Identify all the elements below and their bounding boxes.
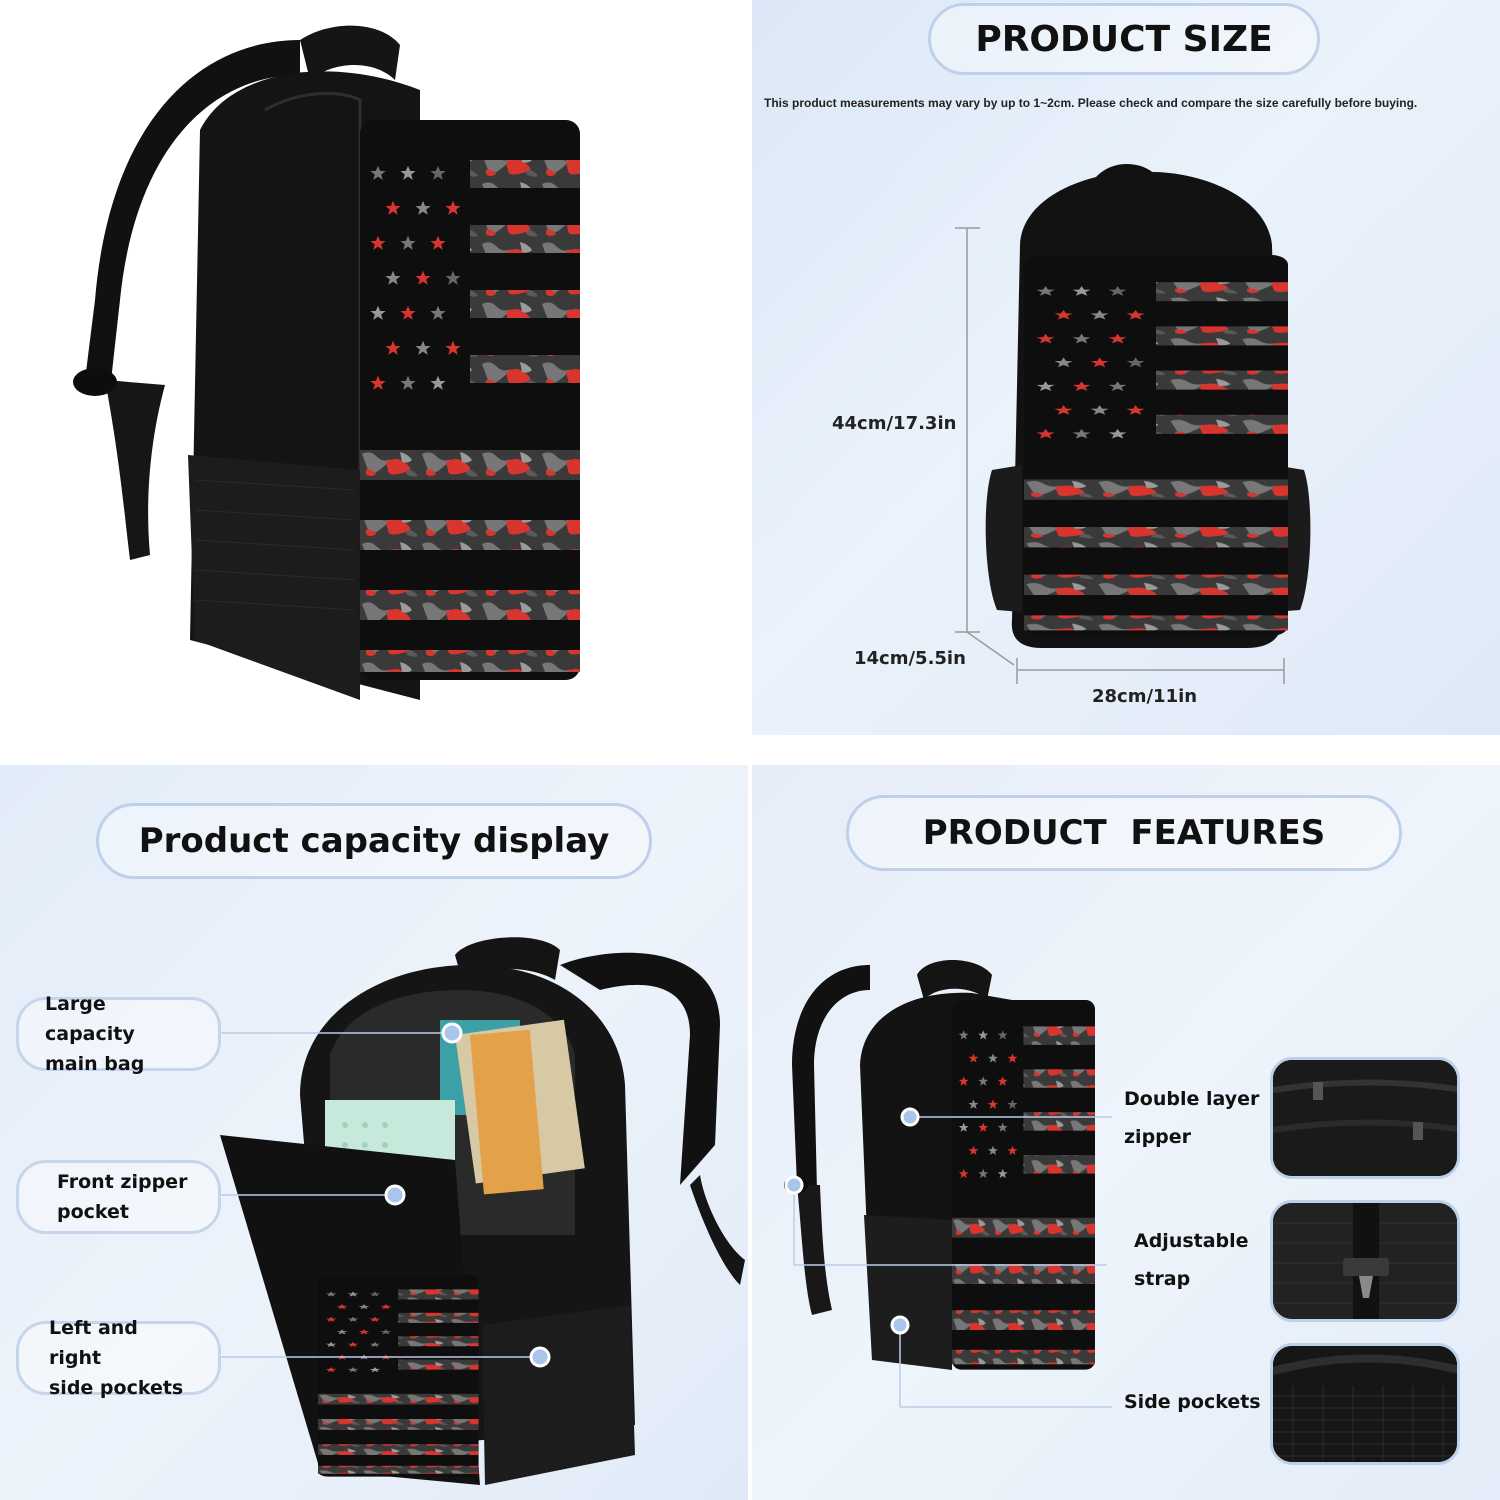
capacity-backpack-image xyxy=(220,937,745,1485)
label-side-pockets: Left and right side pockets xyxy=(16,1317,221,1399)
capacity-title: Product capacity display xyxy=(96,803,652,879)
features-backpack-image xyxy=(784,960,1112,1408)
backpack-main-image xyxy=(73,25,750,700)
label-large-capacity: Large capacity main bag xyxy=(16,993,221,1075)
feature-side-pockets-line1: Side pockets xyxy=(1124,1391,1261,1413)
label-large-capacity-line1: Large capacity xyxy=(45,993,135,1045)
label-side-pockets-line2: side pockets xyxy=(49,1377,184,1399)
feature-double-layer-zipper: Double layer zipper xyxy=(1124,1080,1259,1156)
features-title: PRODUCT FEATURES xyxy=(846,795,1402,871)
main-product-panel xyxy=(0,0,750,750)
height-dimension-label: 44cm/17.3in xyxy=(832,413,957,434)
product-size-title: PRODUCT SIZE xyxy=(928,3,1320,75)
label-front-zipper-line1: Front zipper xyxy=(57,1171,188,1193)
width-dimension-label: 28cm/11in xyxy=(1092,686,1198,707)
feature-double-layer-line1: Double layer xyxy=(1124,1088,1260,1110)
product-features-panel: PRODUCT FEATURES Double layer xyxy=(752,765,1500,1500)
side-pocket-detail-thumbnail xyxy=(1270,1343,1460,1465)
depth-dimension-label: 14cm/5.5in xyxy=(854,648,966,669)
label-large-capacity-line2: main bag xyxy=(45,1053,145,1075)
capacity-display-panel: Product capacity display xyxy=(0,765,748,1500)
zipper-detail-thumbnail xyxy=(1270,1057,1460,1179)
strap-detail-thumbnail xyxy=(1270,1200,1460,1322)
size-diagram xyxy=(955,164,1311,684)
product-size-panel: PRODUCT SIZE This product measurements m… xyxy=(752,0,1500,735)
feature-double-layer-line2: zipper xyxy=(1124,1126,1192,1148)
feature-adjustable-strap: Adjustable strap xyxy=(1134,1222,1249,1298)
feature-adjustable-line2: strap xyxy=(1134,1268,1191,1290)
feature-adjustable-line1: Adjustable xyxy=(1134,1230,1249,1252)
size-disclaimer-note: This product measurements may vary by up… xyxy=(764,96,1418,110)
label-front-zipper-line2: pocket xyxy=(57,1201,130,1223)
label-side-pockets-line1: Left and right xyxy=(49,1317,138,1369)
feature-side-pockets: Side pockets xyxy=(1124,1383,1261,1421)
label-front-zipper-pocket: Front zipper pocket xyxy=(16,1160,221,1234)
